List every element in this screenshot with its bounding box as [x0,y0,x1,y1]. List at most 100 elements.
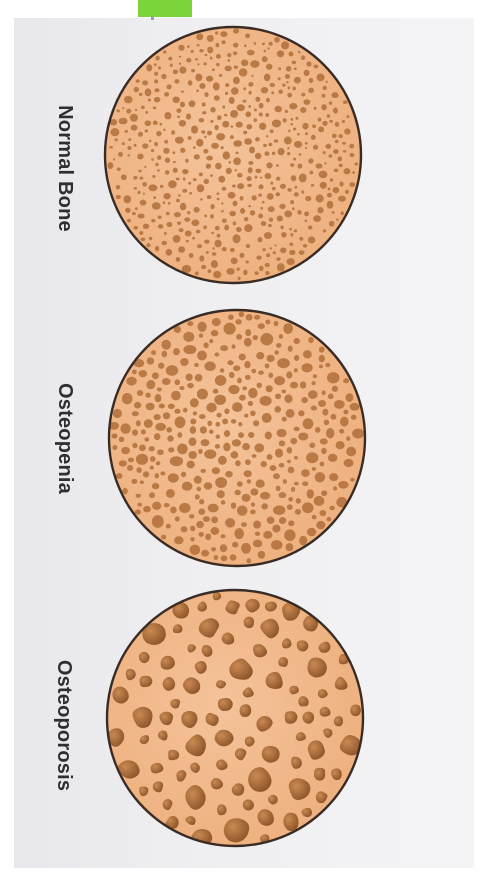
pore [341,211,344,215]
pore [214,240,221,248]
pore [177,116,180,118]
pore [133,176,137,180]
pore [225,92,228,95]
pore [230,248,235,252]
pore [354,163,358,166]
pore [303,418,314,429]
pore [186,373,193,380]
pore [140,676,153,688]
pore [164,92,169,97]
pore [215,226,220,231]
pore [340,417,349,427]
pore [296,498,301,503]
pore [228,314,234,320]
pore [238,277,241,280]
pore [179,56,181,58]
pore [290,438,297,445]
pore [252,454,257,458]
pore [179,386,184,390]
pore [350,705,361,717]
pore [186,114,191,120]
pore [287,147,289,150]
pore [271,540,283,550]
pore [302,481,308,486]
pore [221,146,224,149]
pore [344,128,350,134]
pore [223,151,230,159]
pore [297,133,300,136]
pore [320,462,325,467]
pore [266,98,270,103]
pore [246,244,250,248]
pore [173,96,180,103]
pore [190,398,199,407]
pore [148,99,151,102]
pore [264,50,267,53]
pore [263,144,267,147]
pore [272,187,276,191]
pore [320,182,327,189]
pore [193,178,197,181]
pore [289,242,293,246]
pore [204,215,207,218]
pore [227,360,233,365]
pore [352,429,364,439]
pore [254,109,257,112]
pore [153,196,156,199]
pore [221,555,228,561]
pore [214,555,219,560]
pore [287,188,291,192]
pore [189,514,194,519]
pore [313,374,317,378]
pore [265,363,270,368]
pore [343,150,346,153]
pore [113,158,115,160]
pore [301,469,310,477]
pore [212,252,216,256]
pore [230,135,234,139]
pore [199,499,204,504]
pore [239,253,244,258]
pore [175,416,186,428]
pore [277,429,287,437]
pore [276,177,281,181]
pore [132,369,137,374]
pore [248,388,257,398]
pore [178,194,181,196]
pore [194,476,202,484]
pore [168,447,174,452]
pore [235,152,238,155]
pore [182,169,188,174]
pore [286,66,292,72]
pore [203,225,207,229]
pore [201,265,206,269]
pore [344,168,351,174]
pore [149,140,151,143]
pore [224,225,229,231]
pore [204,136,207,139]
pore [305,142,308,144]
pore [191,219,199,226]
pore [255,137,260,142]
pore [139,445,146,452]
pore [288,346,293,352]
pore [173,161,176,163]
pore [140,480,145,484]
pore [233,221,236,225]
pore [329,221,335,227]
pore [204,92,208,97]
pore [231,502,236,509]
pore [253,521,261,529]
pore [187,461,195,469]
pore [335,122,339,127]
pore [216,133,225,140]
pore [290,163,294,167]
pore [207,131,212,136]
pore [199,49,203,52]
pore [166,365,179,376]
pore [136,420,141,426]
pore [321,490,327,496]
pore [286,81,288,83]
pore [267,47,269,49]
pore [221,210,224,212]
